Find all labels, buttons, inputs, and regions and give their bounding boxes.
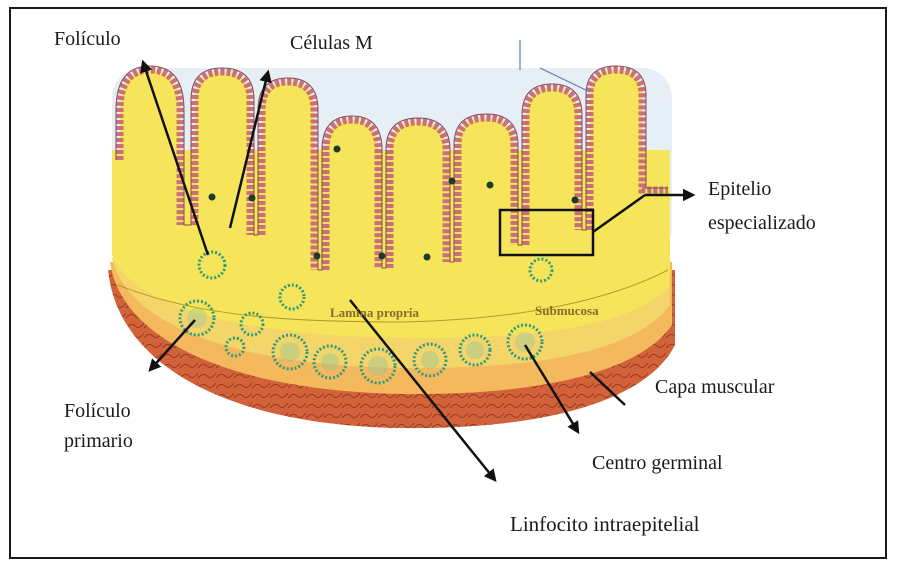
lamina-propria-label: Lamina propria [330,305,419,321]
foliculo-primario-label-line2: primario [64,430,133,453]
especializado-label: especializado [708,212,816,235]
centro-germinal-label: Centro germinal [592,452,723,475]
epitelio-label: Epitelio [708,178,771,201]
foliculo-primario-label-line1: Folículo [64,400,131,423]
submucosa-label: Submucosa [535,303,599,319]
celulas-m-label: Células M [290,32,373,55]
linfocito-label: Linfocito intraepitelial [510,512,700,537]
foliculo-label: Folículo [54,28,121,51]
capa-muscular-label: Capa muscular [655,376,774,399]
